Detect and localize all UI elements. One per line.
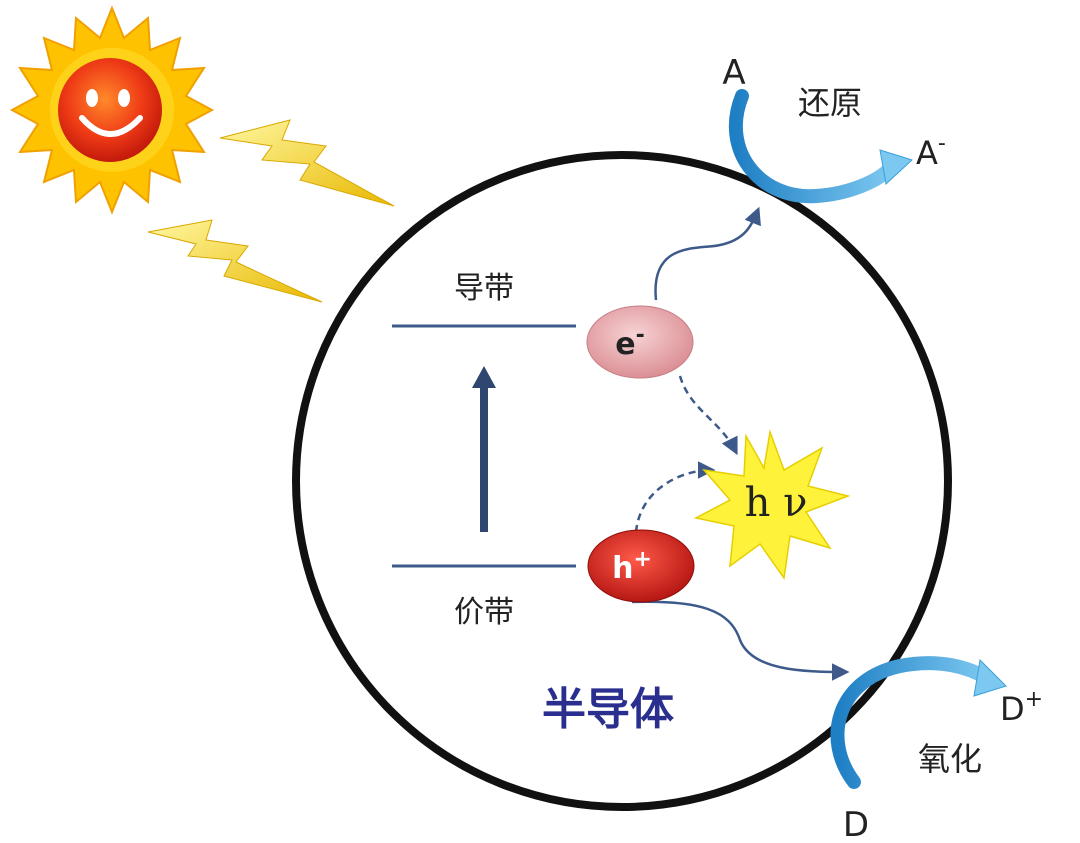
electron-symbol: e — [615, 327, 635, 362]
acceptor-label: A — [722, 53, 745, 93]
reduction-arrow — [728, 89, 913, 204]
reduction-label: 还原 — [798, 84, 862, 122]
svg-text:h+: h+ — [612, 547, 652, 586]
electron-to-surface-path — [654, 206, 761, 301]
valence-band-label: 价带 — [454, 595, 514, 630]
semiconductor-particle — [292, 151, 952, 811]
electron-recombination-path — [678, 375, 738, 456]
acceptor-reduced-label: A- — [916, 131, 946, 172]
sun-icon — [4, 4, 215, 216]
donor-oxidized-charge: + — [1025, 687, 1043, 712]
excitation-arrow — [472, 366, 496, 532]
starburst-icon: h ν — [693, 429, 851, 580]
electron: e- — [586, 305, 694, 379]
hole-symbol: h — [612, 551, 633, 586]
lightning-bolt-icon-2 — [147, 219, 323, 303]
semiconductor-label: 半导体 — [542, 684, 674, 735]
hole: h+ — [587, 529, 695, 603]
hole-to-surface-path — [631, 600, 850, 681]
oxidation-label: 氧化 — [918, 740, 982, 778]
oxidation-arrow — [830, 656, 1007, 789]
hole-charge: + — [633, 547, 651, 572]
hole-recombination-path — [634, 461, 716, 533]
electron-charge: - — [636, 323, 645, 348]
conduction-band-label: 导带 — [454, 271, 514, 306]
photon-label: h ν — [745, 480, 808, 526]
acceptor-reduced-charge: - — [938, 131, 946, 156]
lightning-bolt-icon — [219, 119, 395, 207]
donor-oxidized-label: D+ — [1000, 687, 1043, 728]
donor-label: D — [843, 805, 869, 843]
svg-text:e-: e- — [615, 323, 645, 362]
sun-face — [58, 58, 162, 162]
